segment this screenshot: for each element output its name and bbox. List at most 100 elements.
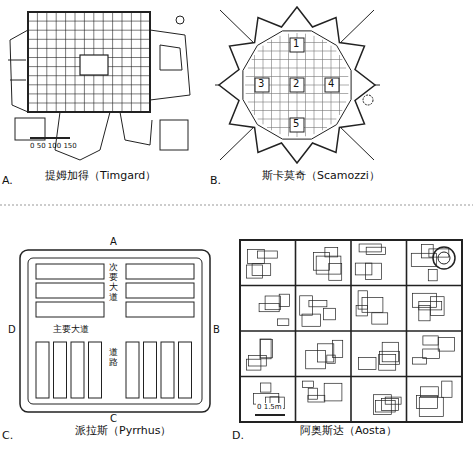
plan-stroke xyxy=(305,34,306,137)
caption: 派拉斯（Pyrrhus） xyxy=(75,425,171,438)
plan-stroke xyxy=(356,306,367,316)
plan-stroke xyxy=(306,351,326,369)
plan-stroke xyxy=(308,388,317,399)
gate-letter: B xyxy=(213,324,220,336)
plan-stroke xyxy=(56,12,57,112)
plan-stroke xyxy=(28,84,150,85)
plan-stroke xyxy=(278,319,289,326)
plan-stroke xyxy=(65,12,66,112)
plan-stroke xyxy=(382,342,398,362)
gate-letter: D xyxy=(8,324,16,336)
zone-number: 2 xyxy=(293,78,299,90)
plan-stroke xyxy=(355,263,372,275)
plan-stroke xyxy=(413,358,427,364)
plan-stroke xyxy=(442,381,452,397)
plan-stroke xyxy=(325,248,338,257)
plan-stroke xyxy=(144,342,157,398)
plan-stroke xyxy=(80,55,108,75)
plan-stroke xyxy=(252,110,343,111)
panel-letter: D. xyxy=(232,430,244,443)
plan-stroke xyxy=(359,358,377,370)
plan-stroke xyxy=(421,387,439,397)
plan-stroke xyxy=(28,21,150,22)
plan-stroke xyxy=(423,349,440,359)
plan-stroke xyxy=(28,30,150,31)
zone-number: 4 xyxy=(328,78,334,90)
caption: 提姆加得（Timgard） xyxy=(45,170,156,183)
plan-stroke xyxy=(260,339,272,357)
plan-stroke xyxy=(419,306,430,321)
plan-stroke xyxy=(248,102,346,103)
plan-stroke xyxy=(302,381,313,388)
plan-stroke xyxy=(412,293,436,307)
plan-stroke xyxy=(422,245,434,258)
scamozzi-plan xyxy=(215,7,380,163)
timgard-plan xyxy=(8,12,190,160)
separator xyxy=(0,205,473,206)
plan-stroke xyxy=(240,285,462,287)
plan-stroke xyxy=(359,244,381,252)
road-label: 主要大道 xyxy=(52,324,90,334)
plan-stroke xyxy=(240,330,462,332)
plan-stroke xyxy=(112,12,113,112)
plan-stroke xyxy=(89,342,102,398)
plan-stroke xyxy=(46,12,47,112)
plan-stroke xyxy=(419,301,442,310)
zone-number: 1 xyxy=(293,38,299,50)
plan-stroke xyxy=(28,103,150,104)
road-label: 道路 xyxy=(109,348,118,368)
plan-stroke xyxy=(126,283,194,298)
plan-stroke xyxy=(161,342,174,398)
plan-stroke xyxy=(365,263,381,279)
plan-stroke xyxy=(36,302,104,317)
plan-stroke xyxy=(71,342,84,398)
plan-stroke xyxy=(362,297,383,312)
plan-stroke xyxy=(28,39,150,40)
plan-stroke xyxy=(131,12,132,112)
plan-stroke xyxy=(324,308,336,320)
plan-stroke xyxy=(358,291,367,309)
plan-stroke xyxy=(372,313,388,324)
plan-stroke xyxy=(438,337,454,351)
plan-stroke xyxy=(428,270,437,281)
plan-stroke xyxy=(36,264,104,279)
plan-stroke xyxy=(381,398,398,410)
aosta-plan xyxy=(240,240,462,422)
road-label: 次要大道 xyxy=(109,263,118,303)
plan-stroke xyxy=(28,93,150,94)
plan-stroke xyxy=(122,12,123,112)
plan-stroke xyxy=(329,264,342,281)
plan-stroke xyxy=(75,12,76,112)
zone-number: 5 xyxy=(293,118,299,130)
plan-stroke xyxy=(324,383,342,401)
caption: 阿奥斯达（Aosta） xyxy=(300,425,397,438)
plan-stroke xyxy=(374,395,392,415)
panel-letter: A. xyxy=(2,175,13,188)
caption: 斯卡莫奇（Scamozzi） xyxy=(262,170,380,183)
plan-stroke xyxy=(431,297,445,316)
plan-stroke xyxy=(366,247,385,254)
pyrrhus-plan xyxy=(20,250,210,412)
plan-stroke xyxy=(302,314,321,326)
plan-stroke xyxy=(419,397,443,416)
plan-stroke xyxy=(327,355,335,363)
plan-stroke xyxy=(248,250,265,264)
plan-stroke xyxy=(314,36,315,134)
plan-stroke xyxy=(423,336,438,345)
plan-stroke xyxy=(259,304,279,312)
plan-stroke xyxy=(37,12,38,112)
plan-stroke xyxy=(247,359,261,370)
plan-stroke xyxy=(36,342,49,398)
plan-stroke xyxy=(252,264,271,276)
panel-letter: B. xyxy=(210,175,221,188)
plan-stroke xyxy=(246,265,262,278)
panel-letter: C. xyxy=(2,430,13,443)
plan-stroke xyxy=(316,256,341,274)
plan-stroke xyxy=(240,376,462,378)
plan-stroke xyxy=(126,302,194,317)
plan-stroke xyxy=(249,355,267,366)
plan-stroke xyxy=(246,93,349,94)
plan-stroke xyxy=(140,12,141,112)
zone-number: 3 xyxy=(258,78,264,90)
